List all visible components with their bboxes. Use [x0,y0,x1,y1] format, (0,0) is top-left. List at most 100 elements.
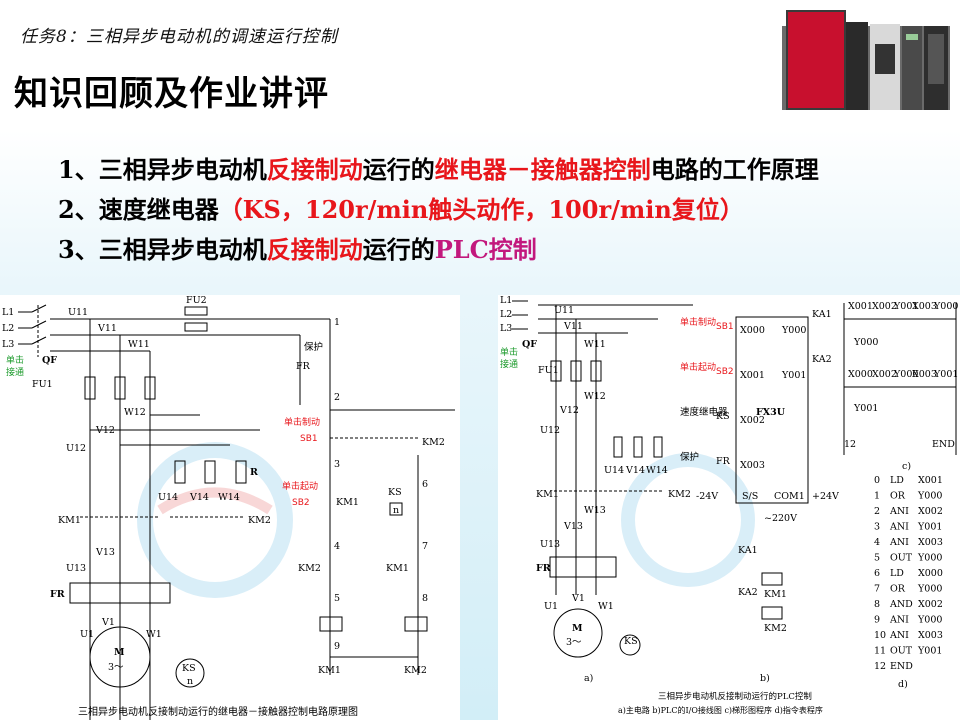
review-points: 1、三相异步电动机反接制动运行的继电器－接触器控制电路的工作原理 2、速度继电器… [58,150,819,270]
task-label: 任务8：三相异步电动机的调速运行控制 [20,27,338,47]
ladder-sub: c) [902,461,911,472]
instr-step: 0 [874,475,880,486]
r-v11: V11 [563,321,583,332]
u11-label: U11 [68,307,88,318]
w11-label: W11 [128,339,150,350]
r-ks: KS [624,636,638,647]
instr-arg: X003 [918,630,943,641]
instr-op: OR [890,584,906,595]
w14-label: W14 [218,492,240,503]
input-switch-label: FR [716,456,731,467]
r-u13: U13 [540,539,560,550]
ladder-end: END [932,439,955,450]
km1-coil-label: KM1 [318,665,341,676]
motor-symbol [89,626,151,688]
instr-step: 10 [874,630,886,641]
plc-hardware-image [782,10,950,110]
plc-control-diagram: L1 L2 L3 QF 单击 接通 U11 V11 W11 FU1 W12 V1… [498,295,960,720]
r-qf-label: QF [522,339,537,350]
input-switch-label: SB1 [716,322,734,332]
instr-op: ANI [889,537,909,548]
input-annotation: 保护 [680,451,699,463]
instr-arg: X003 [918,537,943,548]
r-fu1: FU1 [538,365,559,376]
instr-arg: X002 [918,506,943,517]
r-sub-a: a) [584,673,593,684]
node-6: 6 [422,479,428,490]
review-point-2-segment: （KS，120r/min触头动作，100r/min复位） [218,195,744,224]
review-point-3-segment: 3、三相异步电动机 [58,235,267,264]
watermark-logo [137,442,293,598]
node-2: 2 [334,392,340,403]
r-phase-l3: L3 [500,323,512,334]
instr-op: OUT [890,646,913,657]
instr-arg: X002 [918,599,943,610]
w1-label: W1 [146,629,162,640]
ladder-rung2-contact: Y000 [893,369,918,380]
km2-coil-label: KM2 [404,665,427,676]
ladder-rung1-contact: X001 [848,301,873,312]
term-plus24: +24V [812,491,839,502]
review-point-2: 2、速度继电器（KS，120r/min触头动作，100r/min复位） [58,190,819,230]
ks-contact-label: KS [388,487,402,498]
input-annotation: 单击制动 [680,316,716,328]
term-com: COM1 [774,491,805,502]
phase-l1: L1 [2,307,14,318]
r-note2: 接通 [500,358,518,370]
left-caption: 三相异步电动机反接制动运行的继电器－接触器控制电路原理图 [78,705,358,718]
right-caption: 三相异步电动机反接制动运行的PLC控制 [658,691,812,702]
note-connect: 接通 [6,366,24,378]
ks-contact-n: n [393,505,399,516]
motor-label: M [114,647,125,658]
ladder-rung2-contact: X002 [872,369,897,380]
term-ac: ~220V [764,513,797,524]
input-switch-label: KS [716,411,730,422]
instr-arg: Y001 [917,522,942,533]
v11-label: V11 [97,323,117,334]
plc-model: FX3U [756,407,786,418]
ka1-contact: KA1 [738,545,758,556]
r-fr: FR [536,563,551,574]
ka2-contact: KA2 [738,587,758,598]
ladder-rung1-contact: Y000 [933,301,958,312]
v14-label: V14 [189,492,209,503]
r-w14: W14 [646,465,668,476]
r-motor-symbol [553,608,603,658]
ladder-rung2-contact: X000 [848,369,873,380]
ladder-rung2-seal: Y001 [853,403,878,414]
instr-op: END [890,661,913,672]
instr-op: AND [889,599,913,610]
instr-arg: Y000 [917,553,942,564]
fr-contact-label: FR [296,361,311,372]
km1-main-label: KM1 [58,515,81,526]
u12-label: U12 [66,443,86,454]
u13-label: U13 [66,563,86,574]
resistor-label: R [250,467,258,478]
node-1: 1 [334,317,340,328]
r-w12: W12 [584,391,606,402]
ladder-rung1-contact: X003 [912,301,937,312]
term-ss: S/S [742,491,758,502]
instr-step: 3 [874,522,880,533]
instr-op: ANI [889,630,909,641]
instr-op: LD [890,475,904,486]
output-address: Y000 [781,325,806,336]
km2-main-label: KM2 [248,515,271,526]
phase-l3: L3 [2,339,14,350]
start-note: 单击起动 [282,480,318,492]
km2-interlock-label: KM2 [298,563,321,574]
instr-arg: Y000 [917,491,942,502]
instr-arg: X001 [918,475,943,486]
ladder-end-num: 12 [844,439,856,450]
review-point-3: 3、三相异步电动机反接制动运行的PLC控制 [58,230,819,270]
instr-step: 4 [874,537,880,548]
fu1-label: FU1 [32,379,53,390]
ks-motor-label: KS [182,663,196,674]
motor-sub-label: 3～ [108,662,124,673]
right-sub-caption: a)主电路 b)PLC的I/O接线图 c)梯形图程序 d)指令表程序 [618,705,823,715]
km1-hold-label: KM1 [336,497,359,508]
r-km1: KM1 [536,489,559,500]
protect-note: 保护 [304,341,323,353]
v13-label: V13 [95,547,115,558]
node-7: 7 [422,541,428,552]
